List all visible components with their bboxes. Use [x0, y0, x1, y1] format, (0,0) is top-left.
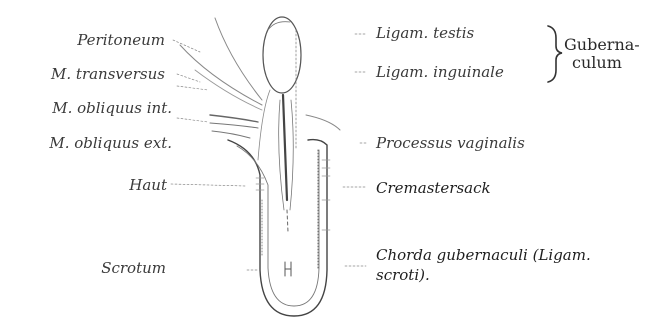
label-ligam-inguinale: Ligam. inguinale — [376, 63, 504, 81]
chorda-insertion-mark — [285, 262, 291, 276]
label-m-transversus: M. transversus — [51, 65, 165, 83]
label-m-obliquus-ext: M. obliquus ext. — [49, 134, 172, 152]
label-haut: Haut — [129, 176, 167, 194]
leader-lines-left — [171, 40, 258, 270]
scrotal-sac-outline — [228, 140, 327, 316]
label-chorda-gubernaculi-line2: scroti). — [376, 266, 430, 284]
label-m-obliquus-int: M. obliquus int. — [52, 99, 172, 117]
gubernaculum-brace — [548, 26, 562, 82]
label-gubernaculum-line1: Guberna- — [564, 36, 640, 54]
label-processus-vaginalis: Processus vaginalis — [376, 134, 525, 152]
testis-shape — [258, 17, 301, 160]
leader-lines-right — [343, 34, 368, 266]
label-ligam-testis: Ligam. testis — [376, 24, 474, 42]
label-scrotum: Scrotum — [101, 259, 166, 277]
label-gubernaculum-line2: culum — [572, 54, 622, 72]
label-peritoneum: Peritoneum — [77, 31, 165, 49]
label-chorda-gubernaculi-line1: Chorda gubernaculi (Ligam. — [376, 246, 591, 264]
gubernaculum-cord — [279, 95, 294, 232]
label-cremastersack: Cremastersack — [376, 179, 491, 197]
abdominal-wall-layers — [180, 18, 340, 138]
